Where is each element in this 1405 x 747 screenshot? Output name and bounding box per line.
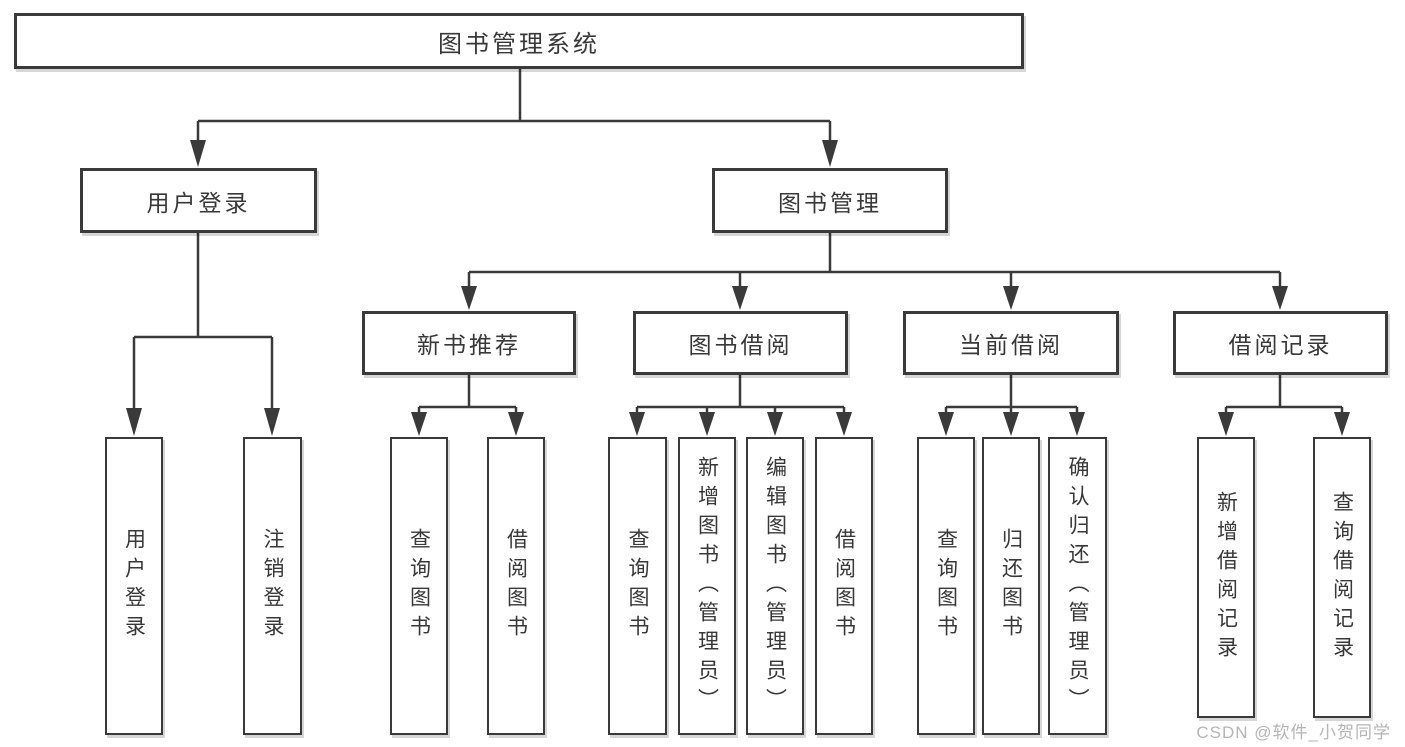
leaf-br-add-record-label: 新增借阅记录 bbox=[1214, 490, 1238, 665]
leaf-bb-borrow-book-label: 借阅图书 bbox=[832, 528, 856, 644]
leaf-bb-edit-book-label: 编辑图书（管理员） bbox=[763, 455, 787, 717]
leaf-bb-query-book-label: 查询图书 bbox=[626, 528, 649, 644]
leaf-cb-query-book-label: 查询图书 bbox=[934, 528, 958, 644]
leaf-cb-return-book-label: 归还图书 bbox=[999, 528, 1023, 644]
node-user-login: 用户登录 bbox=[80, 168, 317, 233]
leaf-logout: 注销登录 bbox=[243, 437, 302, 735]
leaf-nbr-borrow-book-label: 借阅图书 bbox=[504, 528, 528, 644]
node-new-book-recommend: 新书推荐 bbox=[362, 311, 576, 375]
csdn-watermark: CSDN @软件_小贺同学 bbox=[1196, 723, 1391, 742]
node-borrow-record: 借阅记录 bbox=[1173, 311, 1388, 375]
leaf-br-query-record: 查询借阅记录 bbox=[1313, 437, 1371, 718]
leaf-cb-confirm-return-label: 确认归还（管理员） bbox=[1066, 455, 1089, 717]
leaf-br-add-record: 新增借阅记录 bbox=[1197, 437, 1255, 718]
leaf-logout-label: 注销登录 bbox=[261, 528, 284, 644]
node-book-management: 图书管理 bbox=[712, 168, 948, 233]
leaf-bb-borrow-book: 借阅图书 bbox=[815, 437, 873, 735]
node-book-borrow: 图书借阅 bbox=[633, 311, 848, 375]
node-root: 图书管理系统 bbox=[14, 13, 1024, 69]
leaf-bb-add-book-label: 新增图书（管理员） bbox=[695, 455, 719, 717]
leaf-cb-confirm-return: 确认归还（管理员） bbox=[1048, 437, 1107, 735]
leaf-bb-query-book: 查询图书 bbox=[608, 437, 667, 735]
leaf-cb-query-book: 查询图书 bbox=[917, 437, 975, 735]
leaf-nbr-query-book-label: 查询图书 bbox=[407, 528, 431, 644]
leaf-nbr-query-book: 查询图书 bbox=[390, 437, 448, 735]
leaf-nbr-borrow-book: 借阅图书 bbox=[487, 437, 545, 735]
leaf-user-login-label: 用户登录 bbox=[122, 528, 146, 644]
leaf-user-login: 用户登录 bbox=[105, 437, 163, 735]
node-current-borrow: 当前借阅 bbox=[903, 311, 1119, 375]
leaf-cb-return-book: 归还图书 bbox=[982, 437, 1040, 735]
leaf-bb-add-book: 新增图书（管理员） bbox=[678, 437, 736, 735]
leaf-br-query-record-label: 查询借阅记录 bbox=[1330, 490, 1354, 665]
leaf-bb-edit-book: 编辑图书（管理员） bbox=[746, 437, 804, 735]
